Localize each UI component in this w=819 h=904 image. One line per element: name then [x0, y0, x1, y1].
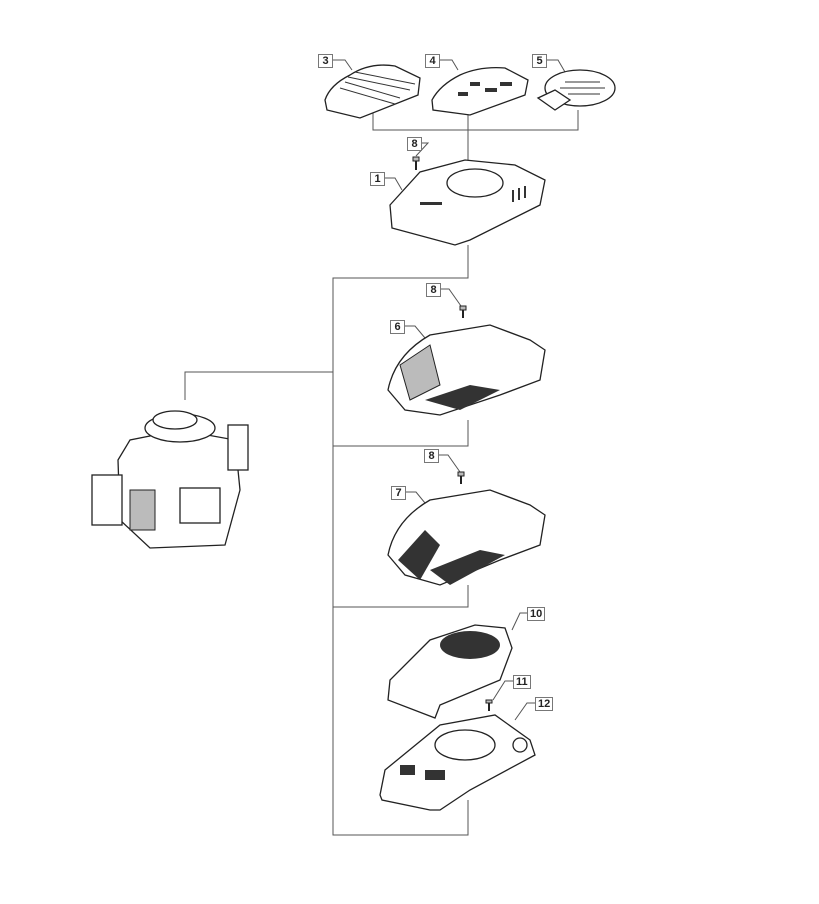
part-5-round-cover [536, 69, 616, 111]
callout-4: 4 [425, 54, 440, 68]
part-3-grille-cover [324, 64, 421, 119]
callout-10: 10 [527, 607, 546, 621]
part-10-top-shroud [387, 624, 513, 719]
part-8-screw [412, 156, 420, 170]
part-8-screw [459, 305, 467, 318]
part-8-screw [457, 471, 465, 484]
engine-assembly [91, 410, 249, 549]
part-1-air-filter-cover [389, 159, 546, 246]
connector-lines [184, 59, 579, 836]
callout-8: 8 [407, 137, 422, 151]
part-7-engine-cover [387, 489, 546, 586]
callout-6: 6 [390, 320, 405, 334]
callout-8: 8 [426, 283, 441, 297]
part-11-screw [485, 699, 493, 711]
callout-11: 11 [513, 675, 531, 689]
part-12-base-shroud [379, 714, 536, 811]
callout-12: 12 [535, 697, 554, 711]
callout-7: 7 [391, 486, 406, 500]
callout-3: 3 [318, 54, 333, 68]
callout-8: 8 [424, 449, 439, 463]
callout-1: 1 [370, 172, 385, 186]
part-6-engine-cover [387, 324, 546, 416]
callout-5: 5 [532, 54, 547, 68]
part-4-slotted-cover [431, 67, 529, 116]
